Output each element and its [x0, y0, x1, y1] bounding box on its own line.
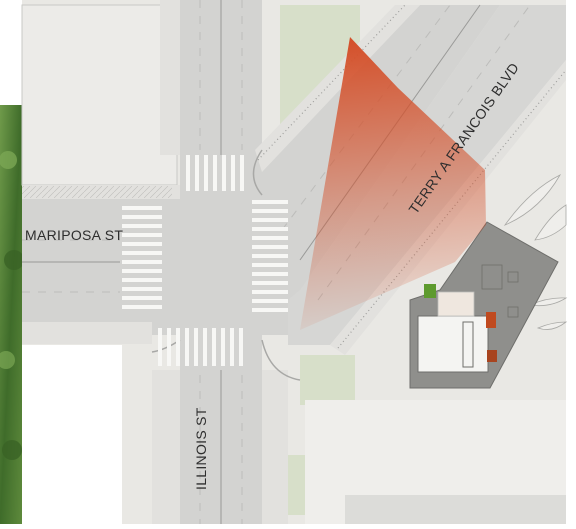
building-orange-marker — [487, 350, 497, 362]
illinois-sidewalk-left-top — [160, 0, 180, 155]
tree-canopy — [0, 351, 15, 369]
blank-lot — [22, 345, 122, 524]
mariposa-sidewalk-bottom — [22, 322, 152, 344]
tree-canopy — [0, 151, 17, 169]
crosswalk-north — [186, 155, 244, 191]
terry-francois-sidewalk — [255, 5, 420, 172]
dark-parcel-strip — [345, 495, 566, 524]
curb-corner-ne — [252, 149, 263, 196]
margin-top-left — [0, 0, 22, 105]
illinois-sidewalk-right — [262, 370, 288, 524]
tree-canopy — [4, 250, 24, 270]
tree-canopy — [2, 440, 22, 460]
illinois-sidewalk-left — [152, 370, 180, 524]
mariposa-parking-strip — [22, 186, 172, 198]
building-room — [481, 264, 503, 290]
crosswalk-east — [252, 200, 288, 312]
building-entry-steps — [437, 291, 475, 317]
crosswalk-south — [158, 328, 243, 366]
mariposa-st-label: MARIPOSA ST — [25, 227, 123, 243]
building-green-patch — [424, 284, 436, 298]
tree-strip — [0, 105, 22, 524]
view-cone — [300, 37, 486, 330]
margin-right — [566, 0, 576, 524]
parcel-top-left — [21, 4, 178, 186]
green-area-building — [300, 355, 355, 405]
building-inner-room — [462, 321, 474, 368]
building-room — [507, 271, 519, 283]
building-room — [507, 306, 519, 318]
building-courtyard — [417, 315, 489, 373]
illinois-st-label: ILLINOIS ST — [193, 407, 209, 490]
crosswalk-west — [122, 206, 162, 309]
boats — [503, 174, 568, 330]
curb-corner-se — [261, 339, 301, 381]
building-orange-marker — [486, 312, 496, 328]
